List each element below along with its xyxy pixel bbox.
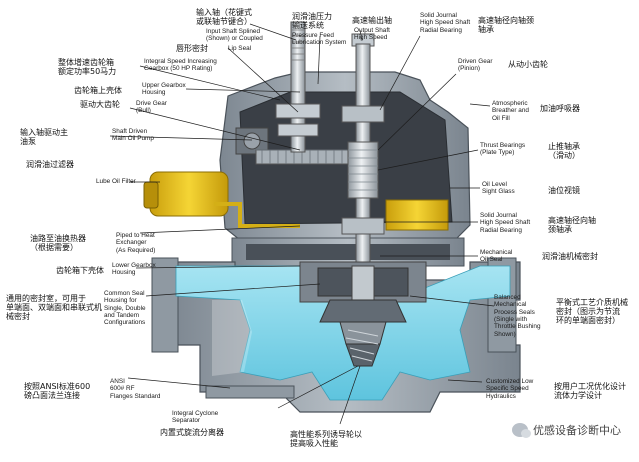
label-radial-bearing-top-cn: 高速轴径向轴颈轴承 — [478, 16, 534, 35]
label-input-shaft-cn: 输入轴（花键式或联轴节键合） — [196, 8, 252, 27]
label-drive-gear-en: Drive Gear(Bull) — [136, 100, 167, 115]
impeller-inducer — [319, 299, 407, 367]
oil-reservoir — [385, 199, 449, 231]
label-cyclone-cn: 内置式旋流分离器 — [160, 428, 224, 437]
drive-gear-bull — [255, 149, 369, 165]
label-drive-gear-cn: 驱动大齿轮 — [80, 100, 120, 109]
leader-lines — [109, 23, 495, 425]
lube-oil-filter — [143, 171, 300, 228]
label-thrust-en: Thrust Bearings(Plate Type) — [480, 142, 526, 157]
label-breather-cn: 加油呼吸器 — [540, 104, 580, 113]
seal-housing — [299, 261, 427, 303]
label-lip-seal-cn: 唇形密封 — [176, 44, 208, 53]
label-oil-pump-cn: 输入轴驱动主油泵 — [20, 128, 68, 147]
label-oil-filter-cn: 润滑油过滤器 — [26, 160, 74, 169]
label-gearbox-cn: 整体增速齿轮箱额定功率50马力 — [58, 58, 117, 77]
label-pressure-lube-cn: 润滑油压力输送系统 — [292, 12, 332, 31]
watermark: 优感设备诊断中心 — [512, 422, 621, 438]
label-sight-glass-cn: 油位视镜 — [548, 186, 580, 195]
watermark-text: 优感设备诊断中心 — [533, 424, 621, 437]
label-balanced-seal-cn: 平衡式工艺介质机械密封（图示为节流环的单端面密封） — [556, 298, 628, 326]
label-lower-housing-cn: 齿轮箱下壳体 — [56, 266, 104, 275]
label-low-nss-cn: 按用户工况优化设计流体力学设计 — [554, 382, 626, 401]
wechat-icon — [512, 423, 531, 438]
label-thrust-cn: 止推轴承（滑动） — [548, 142, 580, 161]
label-output-shaft-cn: 高速输出轴 — [352, 16, 392, 25]
label-mech-oil-seal-cn: 润滑油机械密封 — [542, 252, 598, 261]
label-oil-filter-en: Lube Oil Filter — [96, 178, 136, 185]
label-upper-housing-cn: 齿轮箱上壳体 — [74, 86, 122, 95]
label-inducer-cn: 高性能系列诱导轮以提高吸入性能 — [290, 430, 362, 449]
label-heat-exchanger-cn: 油路至油换热器（根据需要） — [30, 234, 86, 253]
label-driven-gear-cn: 从动小齿轮 — [508, 60, 548, 69]
label-lip-seal-en: Lip Seal — [228, 45, 252, 52]
label-radial-bearing-low-cn: 高速轴径向轴颈轴承 — [548, 216, 596, 235]
label-common-seal-cn: 通用的密封室，可用于单端面、双端面和串联式机械密封 — [6, 294, 102, 322]
label-input-shaft-en: Input Shaft Splined(Shown) or Coupled — [206, 28, 263, 43]
input-shaft — [275, 21, 321, 153]
label-driven-gear-en: Driven Gear(Pinion) — [458, 58, 493, 73]
